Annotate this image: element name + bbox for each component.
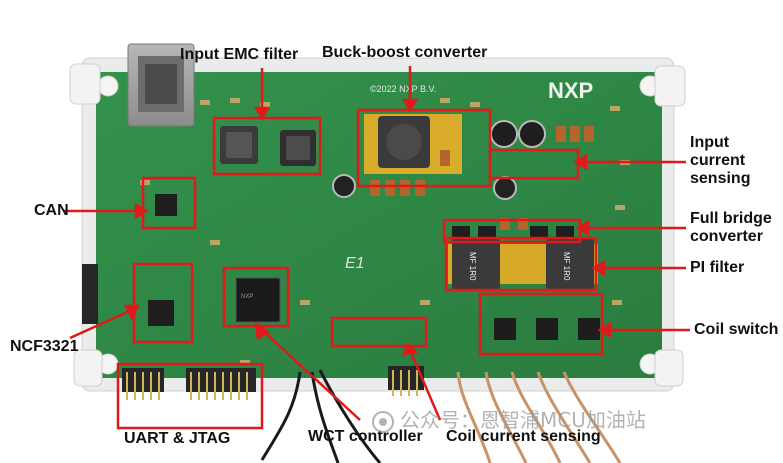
svg-text:MF 1R0: MF 1R0: [468, 252, 477, 281]
watermark: 公众号：恩智浦MCU加油站: [372, 404, 646, 433]
svg-text:MF 1R0: MF 1R0: [562, 252, 571, 281]
pi-filter-box: [444, 236, 598, 292]
svg-text:NXP: NXP: [241, 294, 253, 300]
label-full-bridge: Full bridge converter: [690, 210, 772, 245]
label-uart-jtag: UART & JTAG: [124, 430, 231, 447]
can-box: [141, 176, 197, 230]
coil-current-box: [330, 316, 428, 348]
label-buck-boost: Buck-boost converter: [322, 44, 488, 61]
label-coil-switch: Coil switch: [694, 321, 779, 338]
label-pi-filter: PI filter: [690, 259, 745, 276]
label-wct-controller: WCT controller: [308, 428, 423, 445]
emc-filter-box: [212, 116, 322, 176]
label-input-current-sensing: Input current sensing: [690, 134, 751, 187]
ncf3321-box: [132, 262, 194, 344]
label-ncf3321: NCF3321: [10, 338, 79, 355]
copyright-text: ©2022 NXP B.V.: [370, 84, 436, 94]
wechat-icon: [372, 410, 394, 433]
label-input-emc-filter: Input EMC filter: [180, 46, 299, 63]
label-can: CAN: [34, 202, 69, 219]
mount-hole: [97, 75, 119, 97]
svg-text:E1: E1: [345, 255, 365, 272]
nxp-logo: NXP: [548, 78, 593, 103]
label-coil-current-sensing: Coil current sensing: [446, 428, 601, 445]
full-bridge-box: [442, 218, 582, 244]
watermark-text: 公众号：恩智浦MCU加油站: [400, 408, 646, 432]
buck-boost-box: [356, 108, 492, 188]
uart-jtag-box: [116, 362, 264, 430]
coil-switch-box: [478, 292, 604, 356]
annotation-arrows: [64, 66, 690, 421]
